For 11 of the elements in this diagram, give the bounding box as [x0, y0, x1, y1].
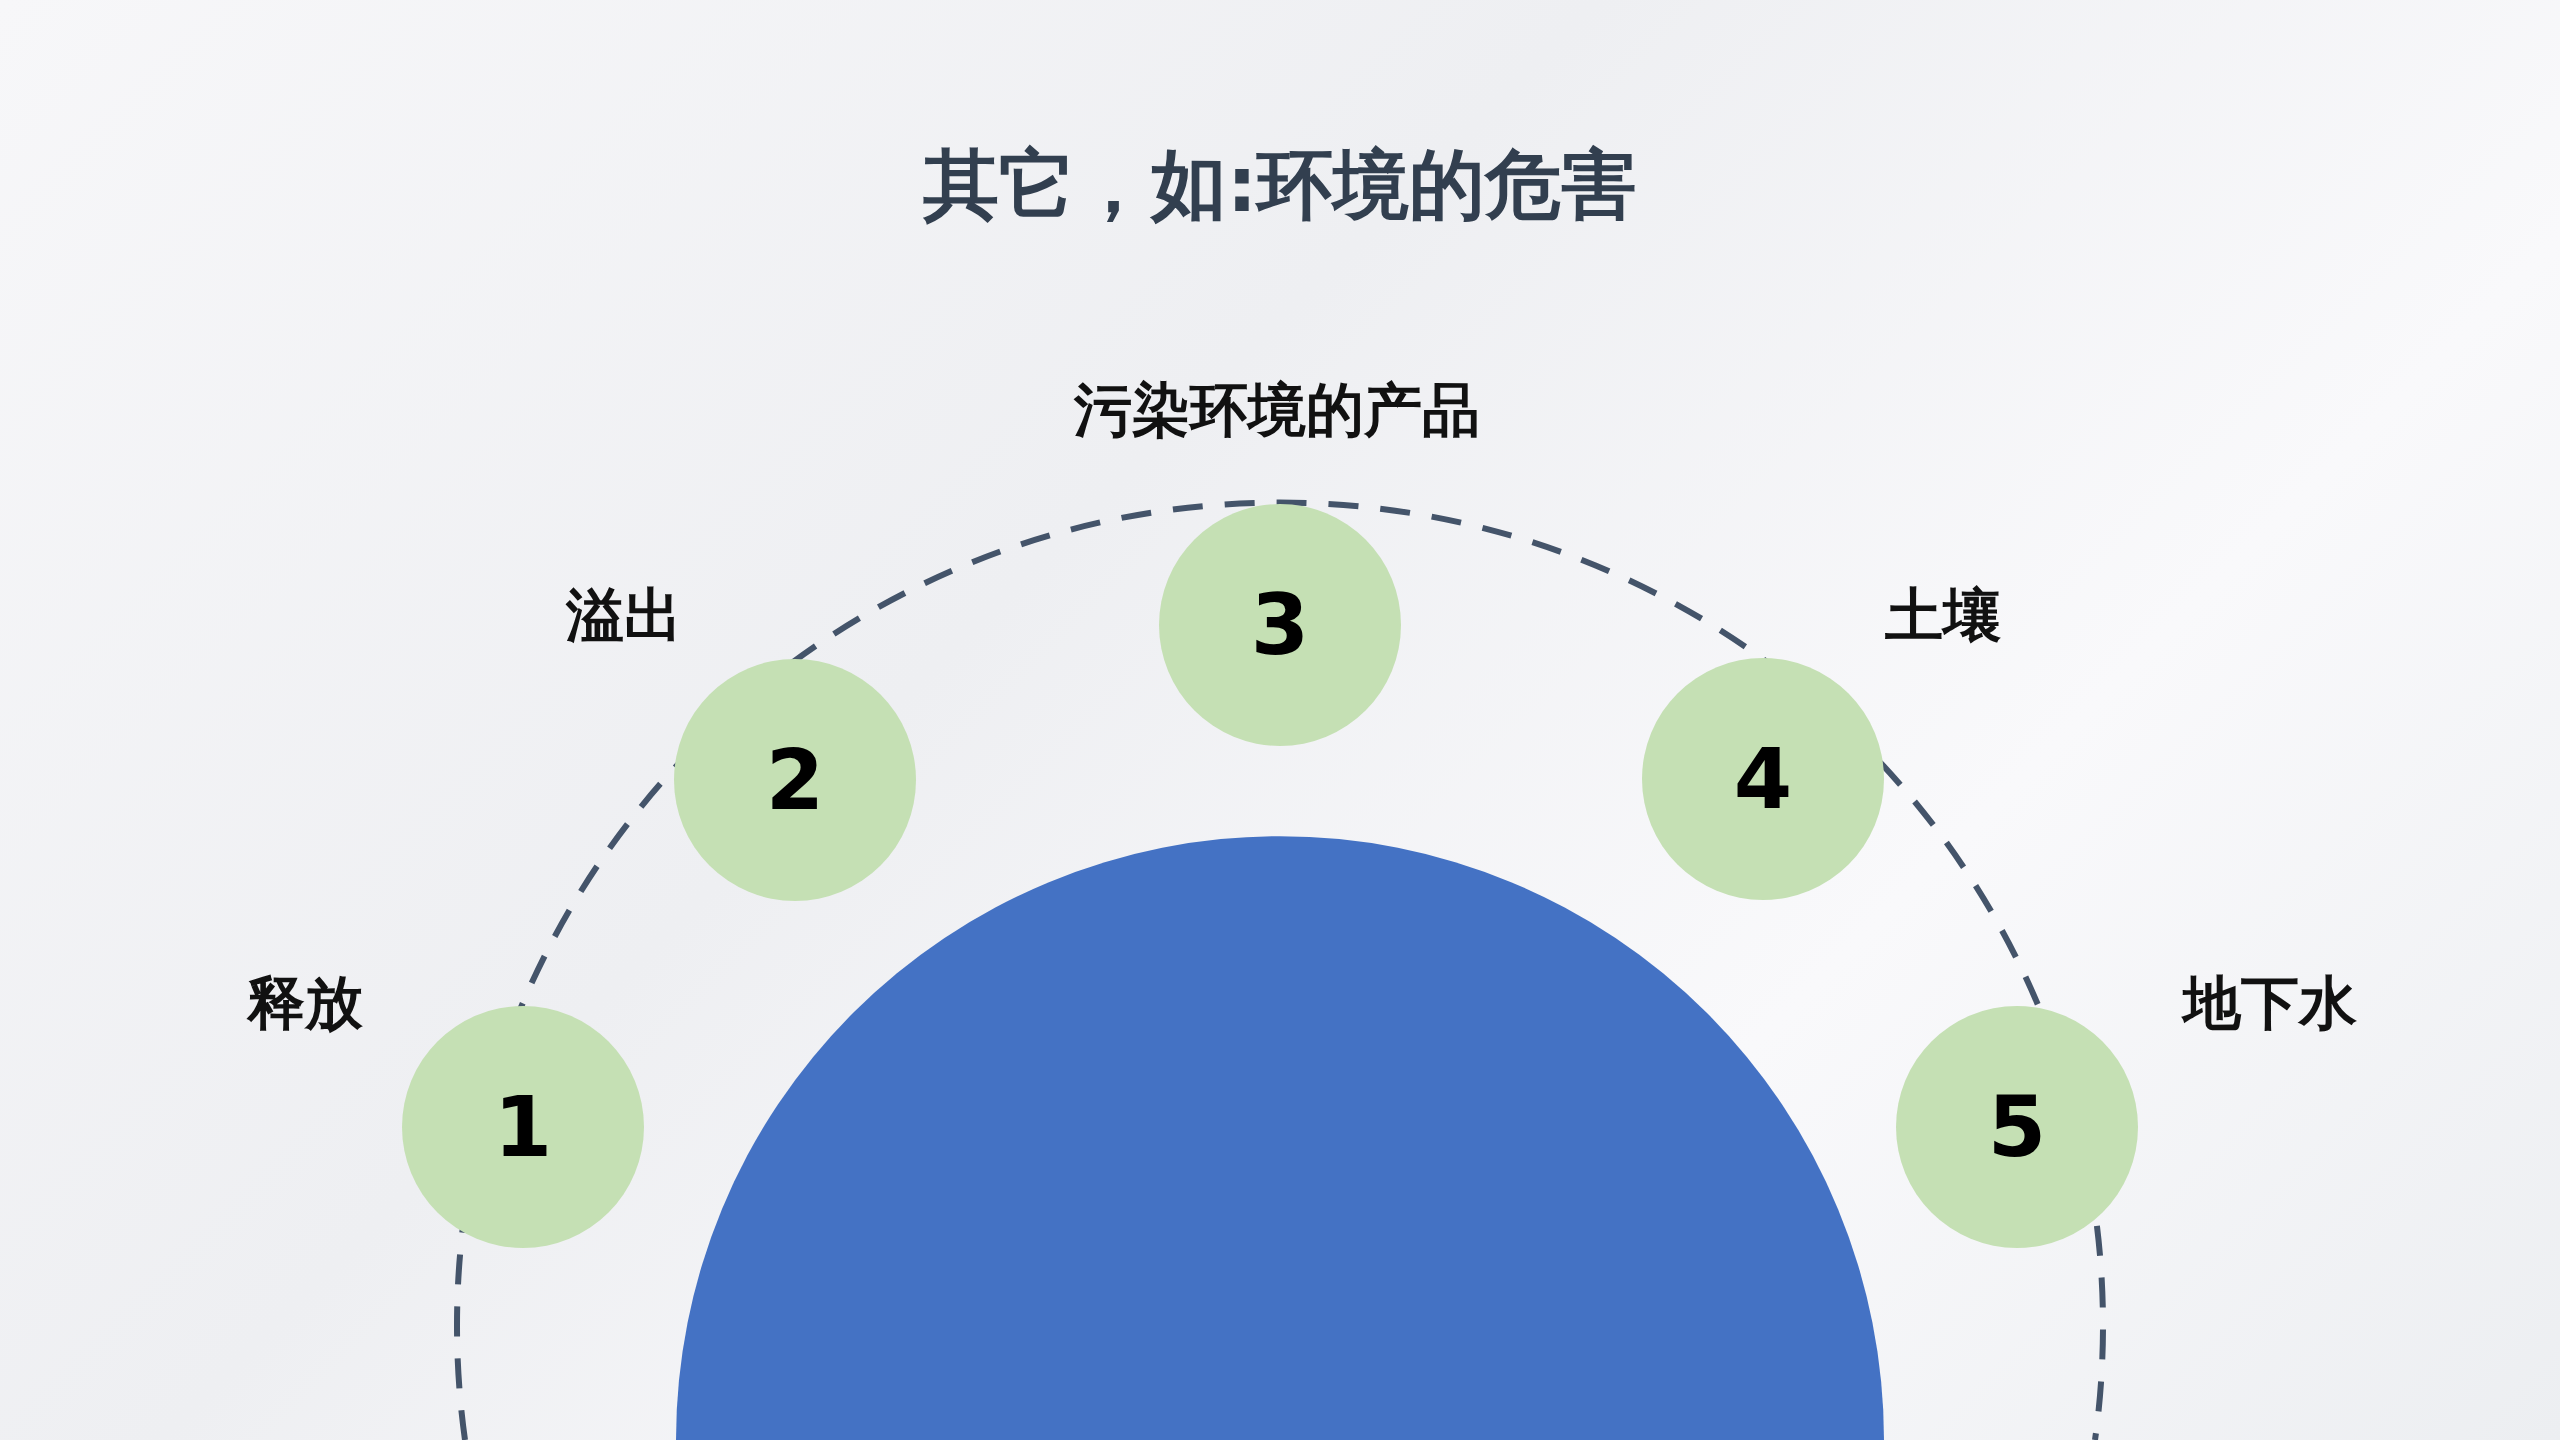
step-label: 污染环境的产品 — [1074, 375, 1480, 446]
step-number: 1 — [493, 1078, 553, 1176]
step-label: 土壤 — [1885, 580, 2001, 651]
step-number: 5 — [1987, 1078, 2047, 1176]
step-label: 地下水 — [2183, 968, 2357, 1039]
step-label: 溢出 — [566, 580, 682, 651]
step-number: 2 — [765, 731, 825, 829]
step-label: 释放 — [247, 968, 363, 1039]
step-number: 3 — [1250, 576, 1310, 674]
step-number: 4 — [1733, 730, 1793, 828]
slide-title: 其它，如:环境的危害 — [922, 140, 1638, 229]
